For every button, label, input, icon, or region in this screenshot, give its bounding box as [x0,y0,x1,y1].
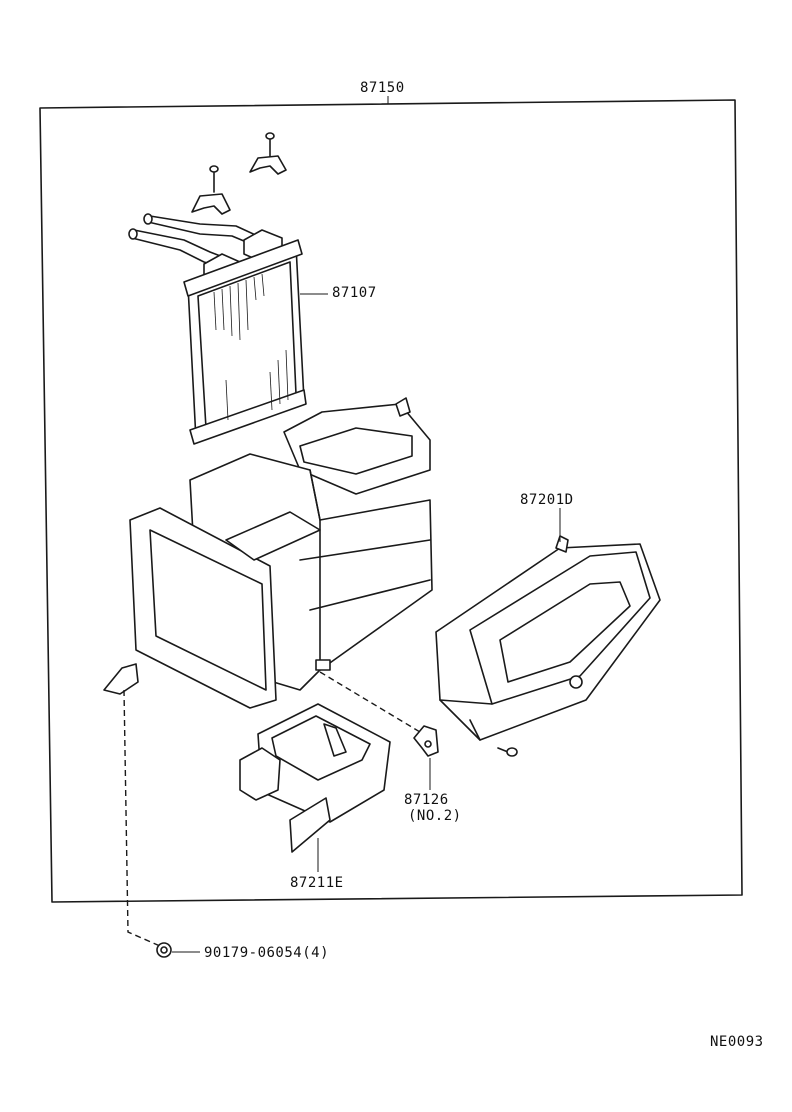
bolt-left [209,165,219,193]
screw [497,747,518,757]
callout-87150: 87150 [360,80,405,96]
figure-code: NE0093 [710,1034,764,1050]
callout-87201d: 87201D [520,492,574,508]
callout-87126: 87126 [404,792,449,808]
clamp [413,725,439,757]
callout-87107: 87107 [332,285,377,301]
nut [156,942,172,958]
duct-lower [239,703,391,853]
bracket-right [249,155,287,175]
callout-87126-note: (NO.2) [408,808,462,824]
heater-core [128,213,307,445]
duct-right [435,535,661,741]
callout-87211e: 87211E [290,875,344,891]
callout-90179-06054: 90179-06054(4) [204,945,330,961]
bracket-left [191,193,231,215]
assembly-outline [39,99,743,903]
heater-case [103,397,433,709]
nut-dash [123,689,161,947]
